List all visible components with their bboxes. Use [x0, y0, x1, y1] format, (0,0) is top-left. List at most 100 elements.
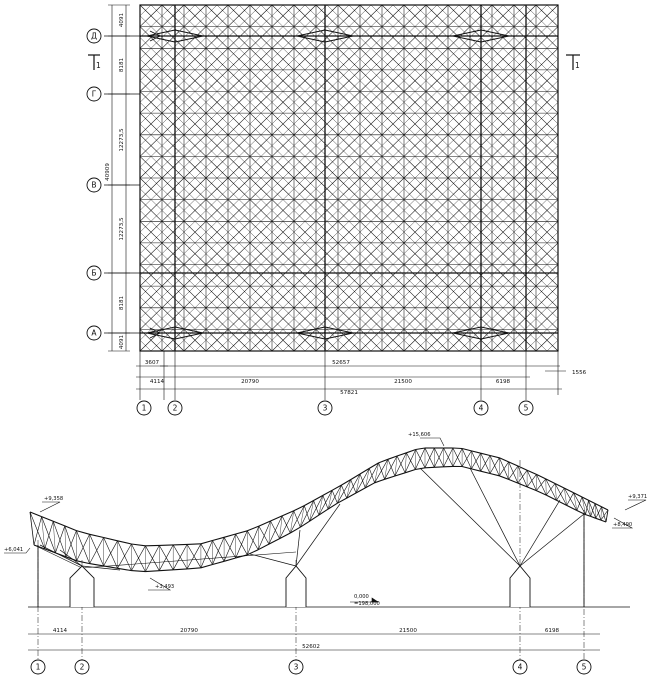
- web-post: [258, 526, 260, 550]
- bottom-chord: [212, 560, 225, 566]
- dim-label: 20790: [241, 379, 259, 385]
- grid-diamond: [535, 48, 548, 60]
- top-chord: [103, 536, 118, 542]
- grid-diamond: [370, 210, 383, 222]
- grid-diagonal: [161, 199, 185, 222]
- grid-diamond: [194, 329, 207, 341]
- grid-diamond: [260, 156, 273, 168]
- grid-diamond: [414, 275, 427, 287]
- grid-diamond: [194, 15, 207, 27]
- grid-diamond: [238, 231, 251, 244]
- grid-diamond: [194, 199, 207, 211]
- level-marks: [4, 437, 647, 591]
- grid-diamond: [260, 221, 273, 233]
- grid-diamond: [535, 318, 548, 330]
- support-cone: [174, 29, 204, 37]
- grid-diamond: [403, 275, 416, 287]
- grid-diagonal: [359, 221, 383, 244]
- grid-diamond: [381, 242, 394, 254]
- grid-diagonal: [535, 48, 559, 71]
- grid-diamond: [359, 231, 372, 244]
- top-chord: [304, 500, 314, 507]
- grid-diagonal: [227, 4, 251, 27]
- grid-diamond: [150, 318, 163, 330]
- grid-diamond: [227, 102, 240, 114]
- web-member: [327, 484, 342, 510]
- grid-diagonal: [315, 4, 339, 27]
- grid-diagonal: [271, 4, 295, 27]
- grid-diagonal: [359, 285, 383, 308]
- grid-diamond: [370, 307, 383, 319]
- grid-diamond: [150, 242, 163, 254]
- grid-diamond: [271, 15, 284, 27]
- grid-diagonal: [205, 156, 229, 179]
- support-cone: [452, 326, 482, 334]
- grid-diamond: [216, 123, 229, 135]
- grid-diagonal: [205, 307, 229, 330]
- grid-diamond: [491, 318, 504, 330]
- grid-diamond: [546, 318, 559, 330]
- grid-diamond: [337, 231, 350, 244]
- grid-diamond: [436, 242, 449, 254]
- grid-diamond: [425, 48, 438, 60]
- grid-diagonal: [271, 112, 295, 135]
- grid-diagonal: [227, 242, 251, 265]
- grid-diamond: [502, 188, 515, 200]
- grid-diamond: [546, 91, 559, 103]
- grid-diamond: [271, 48, 284, 60]
- grid-diamond: [337, 167, 350, 179]
- grid-diamond: [491, 102, 504, 114]
- grid-diamond: [546, 145, 559, 157]
- grid-diamond: [348, 307, 361, 319]
- web-member: [365, 462, 379, 489]
- grid-diamond: [194, 156, 207, 168]
- grid-diamond: [392, 15, 405, 27]
- support-cone: [146, 35, 176, 43]
- grid-diagonal: [227, 134, 251, 157]
- grid-diamond: [502, 91, 515, 103]
- web-member: [103, 540, 118, 567]
- grid-diagonal: [271, 199, 295, 222]
- web-member: [29, 511, 45, 550]
- grid-diagonal: [337, 91, 361, 114]
- grid-diamond: [447, 231, 460, 244]
- grid-diamond: [150, 48, 163, 60]
- support-cone: [296, 29, 326, 37]
- top-chord: [406, 448, 416, 454]
- grid-diamond: [304, 4, 317, 16]
- grid-diamond: [139, 80, 152, 92]
- grid-diamond: [524, 37, 537, 49]
- grid-diamond: [304, 253, 317, 265]
- grid-diagonal: [381, 26, 405, 49]
- grid-diamond: [381, 221, 394, 233]
- grid-diamond: [381, 102, 394, 114]
- grid-diagonal: [139, 48, 163, 71]
- grid-diamond: [469, 307, 482, 319]
- grid-diamond: [216, 112, 229, 125]
- grid-diamond: [513, 134, 526, 146]
- web-member: [546, 483, 556, 496]
- grid-diamond: [304, 242, 317, 254]
- grid-diamond: [425, 91, 438, 103]
- grid-diagonal: [425, 134, 449, 157]
- grid-diamond: [469, 242, 482, 254]
- web-post: [64, 525, 67, 557]
- grid-diamond: [381, 156, 394, 168]
- grid-diamond: [337, 275, 350, 287]
- grid-diamond: [216, 134, 229, 146]
- grid-diamond: [425, 4, 438, 16]
- grid-diamond: [260, 253, 273, 265]
- grid-diagonal: [359, 48, 383, 71]
- grid-diamond: [238, 167, 251, 179]
- grid-diamond: [447, 80, 460, 92]
- grid-diamond: [425, 37, 438, 49]
- grid-diamond: [227, 134, 240, 146]
- grid-diamond: [535, 167, 548, 179]
- grid-diamond: [337, 210, 350, 222]
- grid-diamond: [304, 296, 317, 308]
- grid-diamond: [414, 80, 427, 92]
- grid-diamond: [480, 210, 493, 222]
- grid-diamond: [326, 231, 339, 244]
- web-member: [300, 500, 314, 528]
- grid-diamond: [150, 253, 163, 265]
